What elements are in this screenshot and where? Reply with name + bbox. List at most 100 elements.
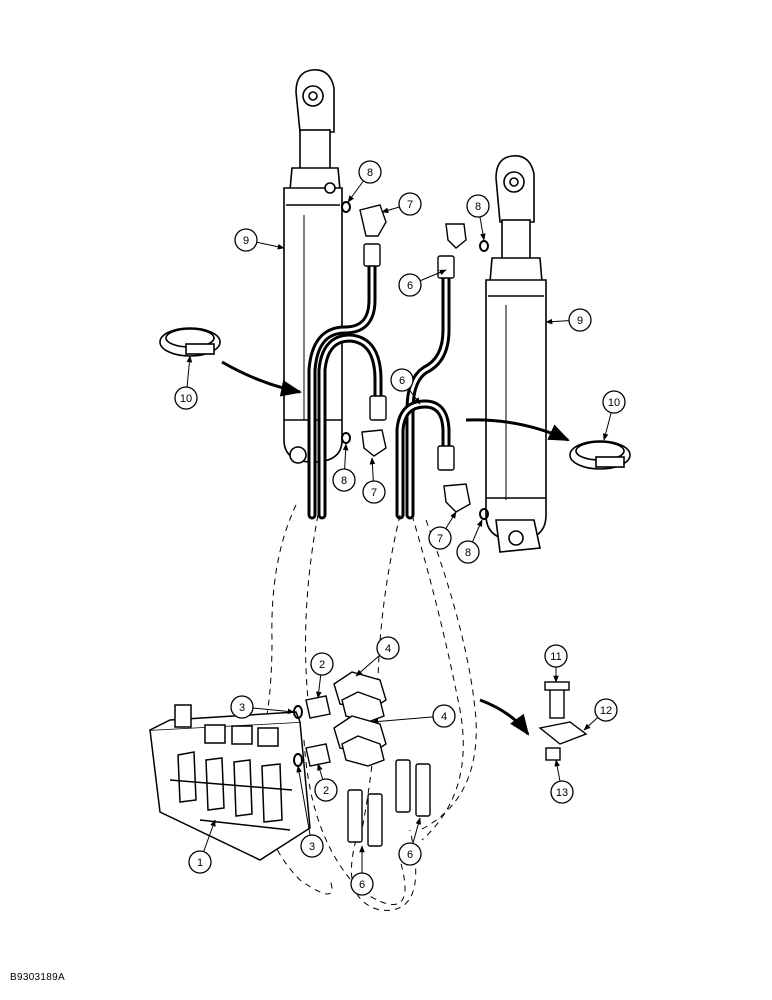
callout-label: 8 <box>465 547 471 559</box>
callout-leader-line <box>371 716 434 725</box>
callout-leader-line <box>342 443 349 470</box>
elbow-fittings <box>359 204 471 513</box>
callout-label: 9 <box>577 315 583 327</box>
callout-6: 6 <box>398 817 422 866</box>
callout-circle <box>456 540 480 564</box>
valve-elbows <box>333 671 387 767</box>
callout-label: 3 <box>239 702 245 714</box>
clamp-pointer-left <box>221 360 303 397</box>
callout-7: 7 <box>381 192 422 216</box>
hose-clamp-left <box>159 327 221 357</box>
callout-label: 6 <box>399 375 405 387</box>
callout-circle <box>230 695 254 719</box>
callout-circle <box>432 704 456 728</box>
callout-leader-line <box>412 817 422 844</box>
callout-label: 12 <box>600 705 612 717</box>
callout-leader-line <box>381 206 400 213</box>
callout-circle <box>544 644 568 668</box>
callout-2: 2 <box>310 652 334 699</box>
callout-circle <box>428 526 452 550</box>
callout-circle <box>466 194 490 218</box>
callout-label: 11 <box>550 651 561 663</box>
callout-leader-line <box>445 511 457 529</box>
o-rings <box>341 201 489 520</box>
mounting-hardware <box>538 681 588 761</box>
callout-label: 8 <box>475 201 481 213</box>
callout-8: 8 <box>332 443 356 492</box>
callout-9: 9 <box>545 308 592 332</box>
callout-leader-line <box>408 388 421 405</box>
hose-end-fittings <box>363 243 455 471</box>
callout-leader-line <box>203 819 216 852</box>
callout-circle <box>602 390 626 414</box>
callout-circle <box>174 386 198 410</box>
callout-label: 2 <box>323 785 329 797</box>
callout-circle <box>398 192 422 216</box>
callout-7: 7 <box>362 457 386 504</box>
callout-2: 2 <box>314 763 338 802</box>
callout-8: 8 <box>347 160 382 203</box>
callout-10: 10 <box>174 355 198 410</box>
callout-circle <box>362 480 386 504</box>
hose-clamp-right <box>569 440 631 470</box>
callout-label: 6 <box>407 280 413 292</box>
callout-leader-line <box>252 707 295 715</box>
callout-leader-line <box>256 241 285 250</box>
callout-label: 9 <box>243 235 249 247</box>
callout-leader-line <box>347 180 364 203</box>
callout-circle <box>568 308 592 332</box>
cylinder-hoses <box>307 255 451 520</box>
callout-6: 6 <box>390 368 421 405</box>
callout-leader-line <box>369 457 376 482</box>
callout-circle <box>300 834 324 858</box>
callout-circle <box>310 652 334 676</box>
clamp-pointer-right <box>465 418 570 442</box>
callout-leader-line <box>296 765 311 836</box>
callout-leader-line <box>419 269 447 282</box>
callout-12: 12 <box>583 698 618 731</box>
callout-6: 6 <box>350 845 374 896</box>
valve-port-adapters <box>305 695 331 767</box>
control-valve-assembly <box>149 704 311 861</box>
callout-label: 2 <box>319 659 325 671</box>
callout-label: 3 <box>309 841 315 853</box>
callout-1: 1 <box>188 819 216 874</box>
callout-4: 4 <box>371 704 456 728</box>
callout-circle <box>550 780 574 804</box>
callout-label: 8 <box>367 167 373 179</box>
callout-label: 6 <box>407 849 413 861</box>
callout-circle <box>376 636 400 660</box>
callout-label: 13 <box>556 787 568 799</box>
callout-label: 1 <box>197 857 203 869</box>
callout-circle <box>188 850 212 874</box>
callout-leader-line <box>545 318 570 325</box>
callout-11: 11 <box>544 644 568 683</box>
callout-label: 8 <box>341 475 347 487</box>
right-hydraulic-cylinder <box>485 155 547 553</box>
callout-circle <box>234 228 258 252</box>
callout-4: 4 <box>355 636 400 677</box>
callout-8: 8 <box>466 194 490 241</box>
callout-leader-line <box>186 355 193 388</box>
callout-circle <box>398 273 422 297</box>
callout-leader-line <box>602 412 612 441</box>
callout-leader-line <box>471 519 483 543</box>
callout-circle <box>398 842 422 866</box>
callout-label: 10 <box>180 393 192 405</box>
callout-6: 6 <box>398 269 447 297</box>
callout-8: 8 <box>456 519 483 564</box>
figure-code: B9303189A <box>10 972 65 983</box>
callout-circle <box>332 468 356 492</box>
callout-label: 6 <box>359 879 365 891</box>
callout-9: 9 <box>234 228 285 252</box>
hardware-pointer <box>479 698 530 736</box>
lower-hose-fittings <box>347 759 431 847</box>
callout-3: 3 <box>230 695 295 719</box>
callout-10: 10 <box>602 390 626 441</box>
callout-circle <box>390 368 414 392</box>
callout-label: 4 <box>441 711 447 723</box>
callout-7: 7 <box>428 511 457 550</box>
callout-label: 7 <box>371 487 377 499</box>
callout-label: 4 <box>385 643 391 655</box>
